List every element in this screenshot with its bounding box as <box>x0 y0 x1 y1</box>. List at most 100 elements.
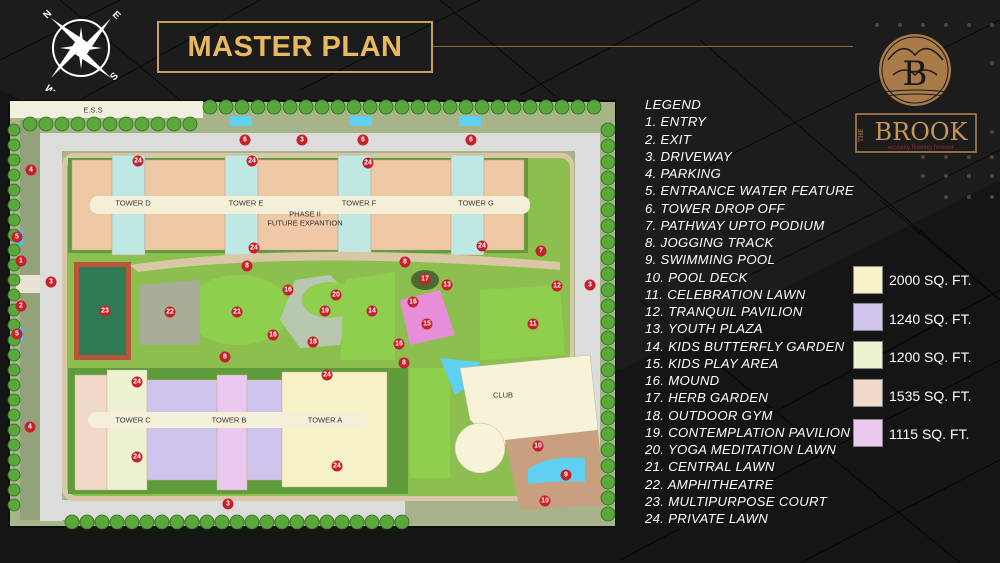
tree-icon <box>600 442 616 458</box>
tree-icon <box>600 458 616 474</box>
legend-item: 17. HERB GARDEN <box>645 390 769 406</box>
tree-icon <box>54 116 70 132</box>
tree-icon <box>266 99 282 115</box>
plan-marker: 8 <box>398 357 410 369</box>
ess-area <box>10 101 203 118</box>
title-divider <box>433 46 853 47</box>
legend-item: 9. SWIMMING POOL <box>645 252 776 268</box>
plan-marker: 16 <box>393 338 405 350</box>
plan-marker: 3 <box>296 134 308 146</box>
plan-marker: 20 <box>330 289 342 301</box>
phase-sub-label: FUTURE EXPANTION <box>267 218 343 228</box>
tree-icon <box>7 273 21 287</box>
tree-icon <box>289 514 305 530</box>
legend-title: LEGEND <box>645 97 702 112</box>
tree-icon <box>7 378 21 392</box>
tree-icon <box>218 99 234 115</box>
plan-marker: 9 <box>560 469 572 481</box>
tree-icon <box>600 314 616 330</box>
tree-icon <box>378 99 394 115</box>
tree-icon <box>214 514 230 530</box>
plan-marker: 24 <box>476 240 488 252</box>
legend-item: 22. AMPHITHEATRE <box>645 476 774 492</box>
tree-icon <box>600 202 616 218</box>
tower-d-label: TOWER D <box>115 198 151 208</box>
tree-icon <box>202 99 218 115</box>
plan-marker: 6 <box>357 134 369 146</box>
tree-icon <box>346 99 362 115</box>
tree-icon <box>7 123 21 137</box>
tree-icon <box>70 116 86 132</box>
tree-icon <box>7 438 21 452</box>
tree-icon <box>394 99 410 115</box>
tower-b-label: TOWER B <box>211 415 247 425</box>
tower-row-bottom <box>74 369 388 491</box>
plan-marker: 6 <box>239 134 251 146</box>
tree-icon <box>458 99 474 115</box>
tree-icon <box>600 138 616 154</box>
tree-icon <box>600 234 616 250</box>
tree-icon <box>334 514 350 530</box>
plan-marker: 16 <box>407 296 419 308</box>
tree-icon <box>199 514 215 530</box>
tree-icon <box>7 183 21 197</box>
plan-marker: 4 <box>24 421 36 433</box>
tree-icon <box>7 168 21 182</box>
plan-marker: 3 <box>45 276 57 288</box>
plan-marker: 24 <box>132 155 144 167</box>
tree-icon <box>38 116 54 132</box>
tree-icon <box>506 99 522 115</box>
tree-icon <box>600 298 616 314</box>
plan-marker: 10 <box>532 440 544 452</box>
plan-marker: 7 <box>535 245 547 257</box>
entry-gate <box>16 275 40 293</box>
tree-icon <box>474 99 490 115</box>
tree-icon <box>7 288 21 302</box>
logo-tagline: ecstasy flowing forever <box>888 144 955 151</box>
tree-icon <box>600 378 616 394</box>
plan-marker: 1 <box>15 255 27 267</box>
unit-label: 1240 SQ. FT. <box>889 311 972 327</box>
plan-marker: 16 <box>267 329 279 341</box>
tower-e-label: TOWER E <box>228 198 264 208</box>
plan-marker: 8 <box>219 351 231 363</box>
ess-label: E.S.S <box>83 105 103 115</box>
plan-marker: 11 <box>527 318 539 330</box>
tree-icon <box>7 153 21 167</box>
tree-icon <box>600 186 616 202</box>
tree-icon <box>274 514 290 530</box>
tree-icon <box>600 426 616 442</box>
tree-icon <box>600 506 616 522</box>
plan-marker: 15 <box>421 318 433 330</box>
tree-icon <box>79 514 95 530</box>
tree-icon <box>154 514 170 530</box>
tower-f-label: TOWER F <box>341 198 377 208</box>
legend-item: 18. OUTDOOR GYM <box>645 407 773 423</box>
tree-icon <box>600 474 616 490</box>
legend-item: 1. ENTRY <box>645 114 707 130</box>
tree-icon <box>362 99 378 115</box>
page-title: MASTER PLAN <box>187 30 403 63</box>
legend-item: 16. MOUND <box>645 373 720 388</box>
tower-a-label: TOWER A <box>307 415 343 425</box>
tree-icon <box>259 514 275 530</box>
tree-icon <box>600 154 616 170</box>
logo-name: BROOK <box>875 118 969 146</box>
tree-icon <box>139 514 155 530</box>
tree-icon <box>7 498 21 512</box>
tree-icon <box>166 116 182 132</box>
tree-icon <box>442 99 458 115</box>
legend-item: 14. KIDS BUTTERFLY GARDEN <box>645 338 845 354</box>
tree-icon <box>7 453 21 467</box>
tree-icon <box>298 99 314 115</box>
plan-marker: 3 <box>222 498 234 510</box>
legend-item: 20. YOGA MEDITATION LAWN <box>645 442 837 457</box>
tree-icon <box>554 99 570 115</box>
legend-item: 12. TRANQUIL PAVILION <box>645 304 803 319</box>
legend: LEGEND 1. ENTRY 2. EXIT 3. DRIVEWAY 4. P… <box>645 96 854 527</box>
plan-marker: 19 <box>319 305 331 317</box>
legend-item: 13. YOUTH PLAZA <box>645 321 763 337</box>
legend-item: 4. PARKING <box>645 166 722 181</box>
tree-icon <box>124 514 140 530</box>
title-box: MASTER PLAN <box>157 21 433 73</box>
